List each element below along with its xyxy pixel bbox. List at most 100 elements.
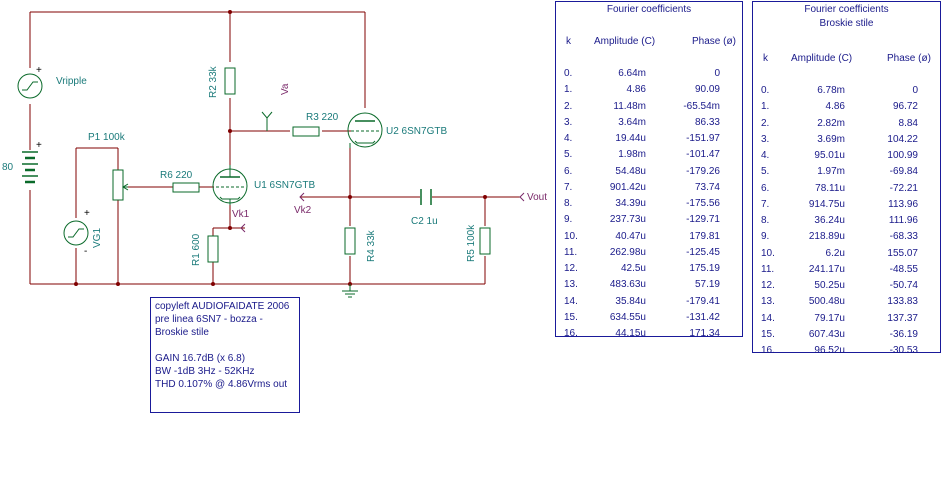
- col-header-phase: Phase (ø): [887, 53, 931, 64]
- c2-capacitor: [420, 189, 432, 205]
- col-header-k: k: [763, 53, 768, 64]
- wires: [29, 11, 520, 285]
- row-phase: -129.71: [686, 214, 720, 226]
- vk2-probe: [299, 192, 305, 202]
- r4-resistor: [344, 227, 356, 255]
- row-phase: -125.45: [686, 246, 720, 258]
- row-k: 4.: [564, 133, 573, 144]
- vk2-label: Vk2: [294, 205, 312, 216]
- row-k: 6.: [761, 182, 770, 194]
- row-amplitude: 78.11u: [815, 182, 845, 194]
- schematic: Vripple + 80 + P1 100k VG1 + - R6 220 R2…: [2, 10, 547, 298]
- row-k: 12.: [761, 280, 775, 291]
- col-header-k: k: [566, 36, 571, 47]
- vk1-probe: [240, 223, 246, 233]
- row-k: 3.: [564, 116, 573, 128]
- u1-label: U1 6SN7GTB: [254, 180, 315, 191]
- row-k: 7.: [761, 198, 770, 210]
- row-amplitude: 483.63u: [609, 279, 646, 291]
- row-phase: 133.83: [887, 296, 918, 308]
- r6-resistor: [172, 182, 200, 193]
- r6-label: R6 220: [160, 170, 193, 181]
- row-amplitude: 607.43u: [808, 328, 845, 340]
- row-phase: -50.74: [889, 280, 918, 291]
- row-amplitude: 241.17u: [808, 263, 845, 275]
- col-header-amplitude: Amplitude (C): [594, 36, 656, 47]
- notes-box: copyleft AUDIOFAIDATE 2006 pre linea 6SN…: [150, 297, 300, 413]
- row-k: 15.: [564, 311, 578, 323]
- row-phase: -30.53: [889, 345, 918, 356]
- r2-resistor: [224, 67, 236, 95]
- row-amplitude: 1.97m: [817, 166, 845, 178]
- row-k: 2.: [761, 117, 770, 129]
- row-phase: -65.54m: [683, 100, 720, 112]
- vg1-label: VG1: [92, 228, 103, 248]
- row-k: 4.: [761, 150, 770, 161]
- row-amplitude: 4.86: [626, 84, 646, 96]
- row-phase: 137.37: [887, 312, 918, 324]
- row-phase: 8.84: [898, 117, 918, 129]
- note-line: copyleft AUDIOFAIDATE 2006: [155, 301, 290, 312]
- r2-label: R2 33k: [208, 65, 219, 98]
- row-amplitude: 3.69m: [817, 133, 845, 145]
- row-phase: -36.19: [889, 328, 918, 340]
- row-phase: -69.84: [889, 166, 918, 178]
- row-k: 14.: [761, 312, 775, 324]
- table-subtitle: Broskie stile: [819, 18, 874, 29]
- row-k: 1.: [564, 84, 573, 96]
- battery-symbol: [22, 151, 38, 184]
- vk1-label: Vk1: [232, 209, 250, 220]
- row-amplitude: 34.39u: [615, 198, 646, 209]
- row-phase: -179.26: [686, 165, 720, 177]
- row-amplitude: 901.42u: [609, 181, 646, 193]
- row-phase: 96.72: [892, 101, 918, 113]
- row-phase: 0: [912, 85, 918, 96]
- row-amplitude: 40.47u: [615, 230, 646, 242]
- vg1-plus: +: [84, 208, 90, 219]
- row-amplitude: 79.17u: [814, 312, 845, 324]
- row-amplitude: 19.44u: [615, 133, 646, 144]
- r4-label: R4 33k: [366, 229, 377, 262]
- r1-resistor: [207, 235, 219, 263]
- vg1-minus: -: [84, 246, 87, 257]
- note-line: THD 0.107% @ 4.86Vrms out: [155, 379, 288, 390]
- row-k: 12.: [564, 263, 578, 274]
- vripple-label: Vripple: [56, 76, 87, 87]
- row-k: 0.: [564, 68, 573, 79]
- row-amplitude: 42.5u: [620, 263, 646, 274]
- row-phase: 90.09: [694, 84, 720, 96]
- row-amplitude: 218.89u: [808, 231, 845, 243]
- vripple-plus: +: [36, 65, 42, 76]
- row-k: 6.: [564, 165, 573, 177]
- row-phase: 171.34: [689, 328, 720, 339]
- row-phase: 73.74: [694, 181, 720, 193]
- row-phase: 113.96: [888, 198, 918, 210]
- ground-symbol: [342, 284, 358, 298]
- row-amplitude: 44.15u: [615, 328, 646, 339]
- col-header-amplitude: Amplitude (C): [791, 53, 853, 64]
- p1-potentiometer: [112, 169, 129, 201]
- va-probe: [261, 111, 273, 131]
- row-k: 2.: [564, 100, 573, 112]
- row-phase: -151.97: [686, 133, 720, 144]
- note-line: GAIN 16.7dB (x 6.8): [155, 353, 246, 364]
- row-phase: 179.81: [689, 230, 720, 242]
- battery-label: 80: [2, 162, 14, 173]
- note-line: BW -1dB 3Hz - 52KHz: [155, 366, 255, 377]
- note-line: Broskie stile: [155, 327, 209, 338]
- row-phase: 57.19: [694, 279, 720, 291]
- row-k: 16.: [761, 345, 775, 356]
- row-amplitude: 54.48u: [615, 165, 646, 177]
- row-k: 8.: [564, 198, 573, 209]
- row-phase: 175.19: [689, 263, 720, 274]
- row-k: 5.: [761, 166, 770, 178]
- row-amplitude: 1.98m: [618, 149, 646, 161]
- c2-label: C2 1u: [411, 216, 438, 227]
- row-amplitude: 500.48u: [808, 296, 845, 308]
- row-amplitude: 11.48m: [613, 100, 646, 112]
- row-amplitude: 36.24u: [814, 215, 845, 226]
- row-amplitude: 95.01u: [814, 150, 845, 161]
- row-amplitude: 50.25u: [814, 280, 845, 291]
- vout-label: Vout: [527, 192, 547, 203]
